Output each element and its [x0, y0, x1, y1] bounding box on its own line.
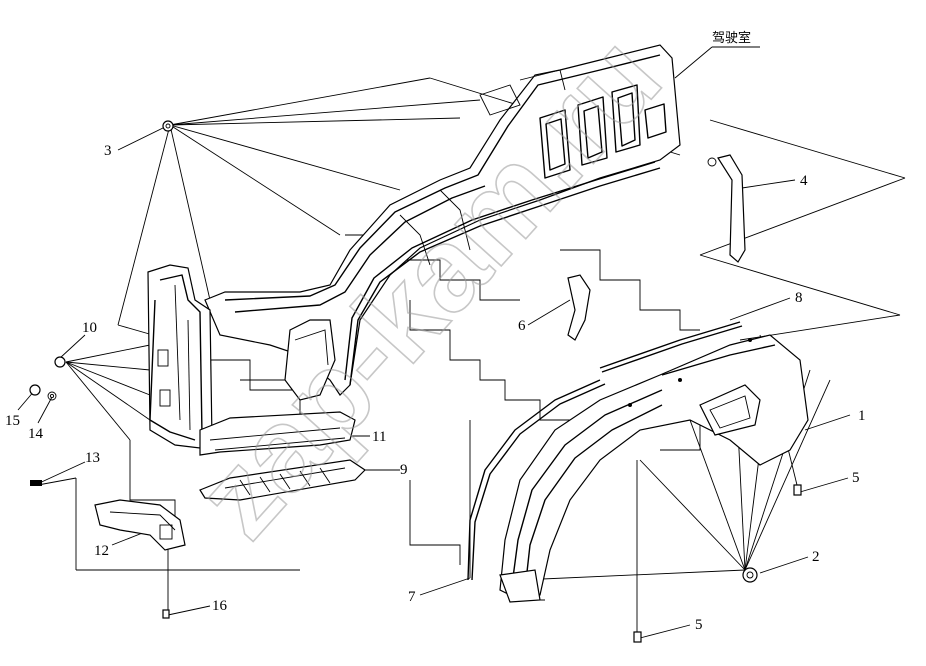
step-bracket-11 — [199, 411, 356, 456]
callout-9: 9 — [400, 462, 408, 478]
mudguard-strip-7 — [467, 379, 606, 581]
callout-15: 15 — [5, 413, 20, 429]
bracket-4 — [707, 154, 746, 263]
callout-8: 8 — [795, 290, 803, 306]
bolt-5-upper-icon — [793, 484, 802, 496]
fasteners — [29, 120, 802, 643]
callout-labels: 驾驶室 1 2 3 4 5 5 6 7 8 9 10 11 12 13 14 1… — [5, 30, 866, 633]
cab-label: 驾驶室 — [712, 30, 751, 46]
callout-1: 1 — [858, 408, 866, 424]
washer-14-icon — [47, 391, 57, 401]
main-inner-panel — [204, 44, 681, 401]
callout-10: 10 — [82, 320, 97, 336]
wheel-arch-flare-1 — [499, 334, 809, 603]
bolt-16-icon — [162, 609, 170, 619]
step-tread-9 — [199, 459, 366, 501]
callout-6: 6 — [518, 318, 526, 334]
bolt-13-icon — [30, 480, 42, 486]
callout-14: 14 — [28, 426, 44, 442]
callout-4: 4 — [800, 173, 808, 189]
callout-12: 12 — [94, 543, 109, 559]
callout-5-lower: 5 — [695, 617, 703, 633]
callout-5-upper: 5 — [852, 470, 860, 486]
callout-16: 16 — [212, 598, 228, 614]
watermark: zap-kam.ru — [171, 11, 686, 562]
bracket-6 — [567, 274, 591, 341]
nut-15-icon — [29, 384, 41, 396]
left-pillar — [147, 264, 213, 449]
clip-2-icon — [742, 567, 758, 583]
callout-7: 7 — [408, 589, 416, 605]
callout-2: 2 — [812, 549, 820, 565]
bolt-5-lower-icon — [633, 631, 642, 643]
nut-3-icon — [162, 120, 174, 132]
lower-bracket-12 — [94, 499, 186, 551]
callout-13: 13 — [85, 450, 100, 466]
callout-3: 3 — [104, 143, 112, 159]
trim-strip-8 — [599, 321, 743, 373]
nut-10-icon — [54, 356, 66, 368]
callout-11: 11 — [372, 429, 386, 445]
